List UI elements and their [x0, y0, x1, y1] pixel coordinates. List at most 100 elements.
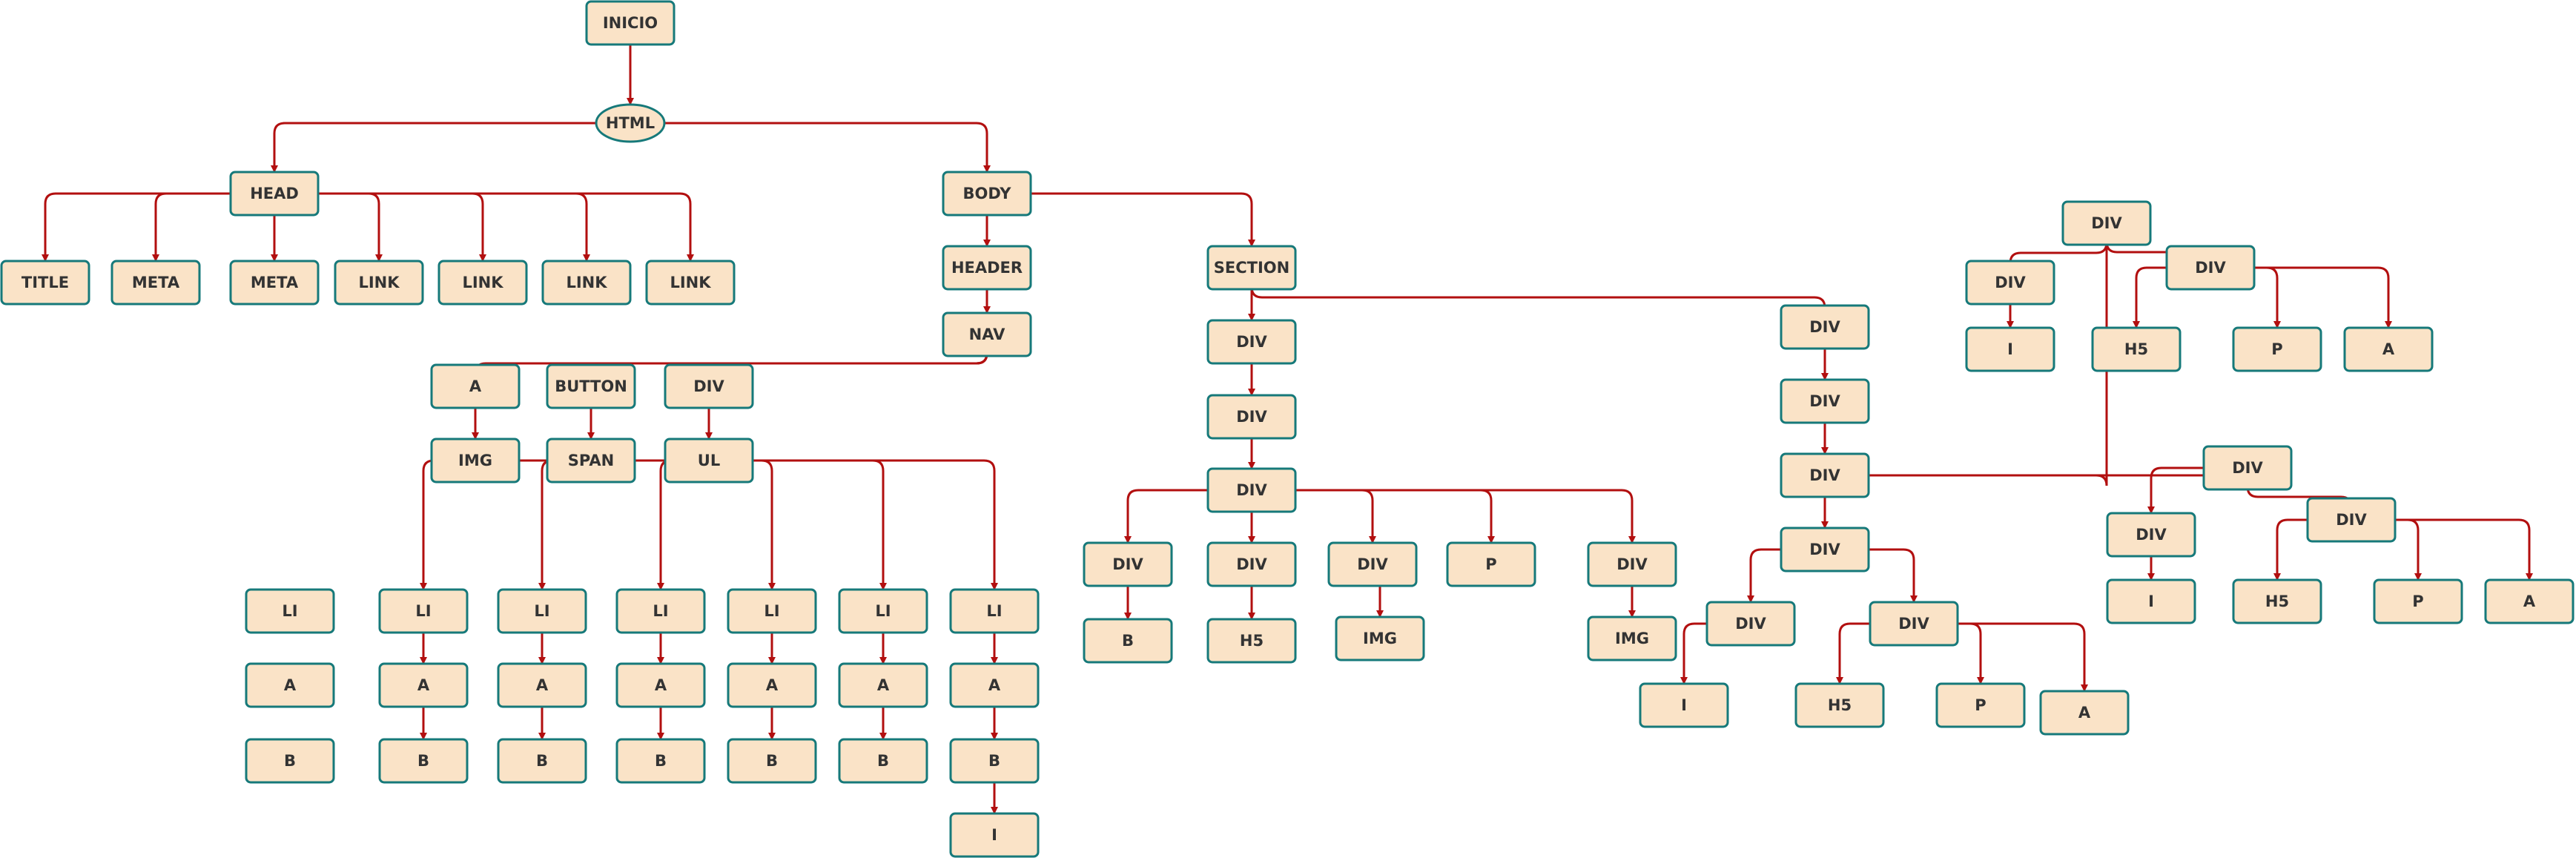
- node-label: LI: [534, 602, 549, 620]
- node-label: B: [655, 752, 667, 770]
- node-shape: [942, 311, 1032, 357]
- node-label: DIV: [1809, 392, 1840, 410]
- node-label: BODY: [963, 185, 1012, 202]
- edge-s_div3-to-s_div4: [1124, 489, 1208, 544]
- node-a2: A: [497, 662, 587, 708]
- node-shape: [949, 812, 1040, 858]
- node-s_div6: DIV: [1327, 541, 1418, 587]
- edge-m_div1-to-m_div2: [2147, 466, 2204, 514]
- edge-s_div3-to-s_p: [1295, 489, 1495, 544]
- node-label: P: [2412, 593, 2423, 610]
- node-shape: [664, 363, 754, 409]
- node-b0: B: [245, 738, 335, 784]
- node-label: A: [655, 676, 667, 694]
- node-s_p: P: [1446, 541, 1536, 587]
- node-s_div5: DIV: [1206, 541, 1297, 587]
- node-shape: [541, 260, 632, 306]
- node-label: DIV: [1898, 615, 1929, 633]
- node-shape: [727, 738, 817, 784]
- node-a5: A: [838, 662, 928, 708]
- node-label: IMG: [1615, 630, 1649, 647]
- node-s_div2: DIV: [1206, 394, 1297, 440]
- node-shape: [1446, 541, 1536, 587]
- node-label: H5: [1240, 632, 1264, 650]
- node-label: LI: [764, 602, 779, 620]
- node-label: NAV: [969, 326, 1005, 343]
- node-label: DIV: [1995, 274, 2026, 291]
- node-shape: [497, 662, 587, 708]
- node-shape: [1587, 541, 1677, 587]
- node-shape: [727, 662, 817, 708]
- node-label: META: [251, 274, 299, 291]
- edge-head-to-link3: [318, 192, 590, 262]
- node-b4: B: [727, 738, 817, 784]
- node-s_img2: IMG: [1587, 616, 1677, 661]
- node-label: B: [417, 752, 429, 770]
- node-m_div1: DIV: [2202, 445, 2293, 491]
- node-label: IMG: [458, 452, 492, 469]
- node-label: P: [2271, 340, 2282, 358]
- node-shape: [595, 103, 666, 143]
- node-label: LINK: [566, 274, 607, 291]
- node-label: A: [988, 676, 1001, 694]
- node-shape: [838, 662, 928, 708]
- node-a0: A: [245, 662, 335, 708]
- edge-r_div3-to-m_div1: [1869, 446, 2251, 486]
- node-shape: [497, 738, 587, 784]
- node-i6: I: [949, 812, 1040, 858]
- node-shape: [430, 363, 521, 409]
- edge-ul-to-li6: [753, 459, 998, 590]
- node-li5: LI: [838, 588, 928, 634]
- node-s_b: B: [1083, 618, 1173, 664]
- node-m_p: P: [2373, 578, 2463, 624]
- node-label: I: [1681, 696, 1687, 714]
- node-t_div1: DIV: [2061, 200, 2152, 246]
- node-label: LINK: [462, 274, 503, 291]
- node-shape: [2306, 497, 2397, 543]
- node-label: B: [988, 752, 1000, 770]
- node-m_h5: H5: [2232, 578, 2322, 624]
- edge-m_div3-to-m_h5: [2273, 518, 2308, 581]
- node-b1: B: [378, 738, 469, 784]
- node-label: DIV: [2232, 459, 2263, 477]
- node-s_img1: IMG: [1335, 616, 1425, 661]
- node-shape: [2232, 578, 2322, 624]
- node-label: DIV: [2336, 511, 2367, 529]
- edge-r_div4-to-r_div6: [1869, 548, 1918, 603]
- node-shape: [378, 588, 469, 634]
- node-li2: LI: [497, 588, 587, 634]
- node-shape: [585, 0, 676, 46]
- edge-r_div4-to-r_div5: [1747, 548, 1781, 603]
- node-shape: [1335, 616, 1425, 661]
- node-shape: [1206, 245, 1297, 291]
- node-section: SECTION: [1206, 245, 1297, 291]
- node-label: DIV: [1236, 481, 1267, 499]
- node-shape: [437, 260, 528, 306]
- node-shape: [615, 738, 706, 784]
- node-label: B: [1122, 632, 1134, 650]
- node-shape: [2202, 445, 2293, 491]
- node-body: BODY: [942, 171, 1032, 217]
- node-label: DIV: [1236, 333, 1267, 351]
- node-s_h5: H5: [1206, 618, 1297, 664]
- node-label: DIV: [1236, 555, 1267, 573]
- edge-head-to-link1: [318, 192, 383, 262]
- edge-t_div3-to-t_a: [2254, 266, 2392, 329]
- node-label: DIV: [1809, 541, 1840, 558]
- node-label: DIV: [1735, 615, 1766, 633]
- edge-t_div3-to-t_h5: [2133, 266, 2167, 329]
- node-t_p: P: [2232, 326, 2322, 372]
- node-r_div5: DIV: [1705, 601, 1796, 647]
- node-shape: [615, 588, 706, 634]
- node-nav_img: IMG: [430, 438, 521, 484]
- node-shape: [1869, 601, 1959, 647]
- node-label: META: [132, 274, 180, 291]
- node-label: A: [766, 676, 779, 694]
- node-shape: [645, 260, 736, 306]
- node-label: LINK: [670, 274, 711, 291]
- node-t_h5: H5: [2091, 326, 2182, 372]
- node-label: BUTTON: [555, 377, 627, 395]
- node-label: HTML: [606, 114, 655, 132]
- node-link4: LINK: [645, 260, 736, 306]
- node-m_i: I: [2106, 578, 2196, 624]
